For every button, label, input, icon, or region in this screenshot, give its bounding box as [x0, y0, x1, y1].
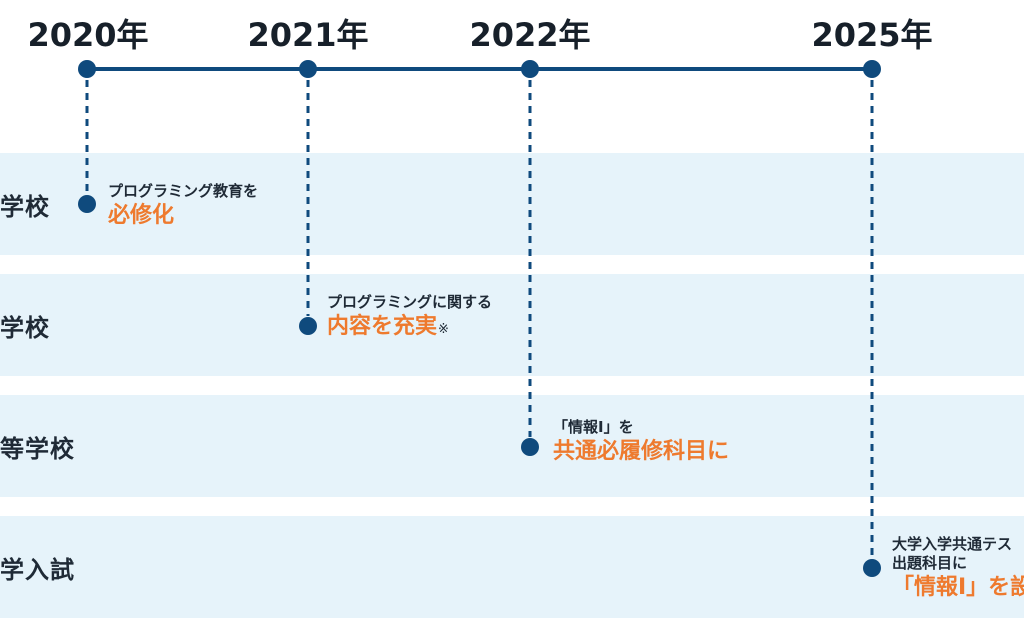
milestone-2025-main: 「情報Ⅰ」を設 — [892, 575, 1024, 600]
year-label-2022: 2022年 — [469, 16, 591, 54]
milestone-2020-main: 必修化 — [108, 203, 175, 228]
milestone-2020: プログラミング教育を 必修化 — [108, 182, 258, 231]
milestone-2021: プログラミングに関する 内容を充実※ — [327, 293, 492, 342]
event-dot-2020 — [78, 195, 96, 213]
row-label-elementary: 学校 — [0, 192, 50, 221]
row-label-junior-high: 学校 — [0, 313, 50, 342]
year-marker-2022 — [521, 60, 539, 78]
year-marker-2021 — [299, 60, 317, 78]
milestone-2025-sub: 大学入学共通テス — [892, 535, 1013, 553]
year-label-2021: 2021年 — [247, 16, 369, 54]
milestone-2022-main: 共通必履修科目に — [553, 439, 730, 464]
row-band-1 — [0, 153, 1024, 255]
year-marker-2020 — [78, 60, 96, 78]
milestone-2022-sub: 「情報Ⅰ」を — [553, 418, 634, 436]
milestone-2025: 大学入学共通テス 出題科目に 「情報Ⅰ」を設 — [892, 535, 1024, 603]
year-marker-2025 — [863, 60, 881, 78]
year-label-2020: 2020年 — [27, 16, 149, 54]
year-label-2025: 2025年 — [811, 16, 933, 54]
row-label-high-school: 等学校 — [0, 434, 75, 463]
event-dot-2021 — [299, 317, 317, 335]
milestone-2021-main: 内容を充実 — [327, 314, 438, 339]
milestone-2021-sub: プログラミングに関する — [327, 293, 493, 311]
row-band-3 — [0, 395, 1024, 497]
event-dot-2022 — [521, 438, 539, 456]
milestone-2020-sub: プログラミング教育を — [108, 182, 259, 200]
row-label-university-exam: 学入試 — [0, 555, 75, 584]
milestone-2021-note: ※ — [438, 322, 449, 337]
row-band-2 — [0, 274, 1024, 376]
event-dot-2025 — [863, 559, 881, 577]
milestone-2025-sub2: 出題科目に — [892, 554, 968, 572]
milestone-2022: 「情報Ⅰ」を 共通必履修科目に — [553, 418, 729, 467]
row-band-4 — [0, 516, 1024, 618]
